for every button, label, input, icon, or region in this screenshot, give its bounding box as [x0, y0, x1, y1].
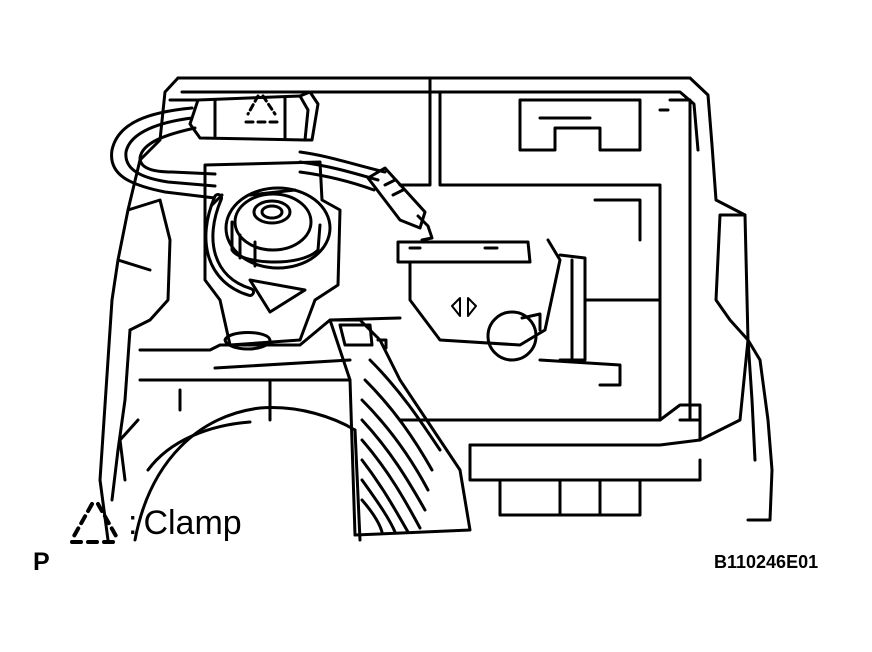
center-shaft	[328, 318, 472, 537]
lower-bracket	[118, 316, 750, 517]
column-cover-outline	[98, 76, 774, 542]
figure-code: B110246E01	[714, 552, 819, 572]
upper-housing	[303, 78, 692, 422]
clock-spring	[203, 160, 342, 347]
legend: : Clamp	[66, 500, 242, 546]
connector-clamp-icon	[244, 94, 280, 124]
clamp-symbol-icon	[70, 502, 120, 544]
legend-separator: :	[128, 503, 138, 542]
legend-label: Clamp	[143, 503, 242, 542]
connector-plug	[366, 166, 434, 242]
lock-mechanism	[396, 198, 662, 387]
rotation-arrow-icon	[204, 193, 307, 314]
steering-column	[133, 406, 362, 542]
connector	[168, 90, 320, 142]
view-mark: P	[33, 548, 50, 576]
